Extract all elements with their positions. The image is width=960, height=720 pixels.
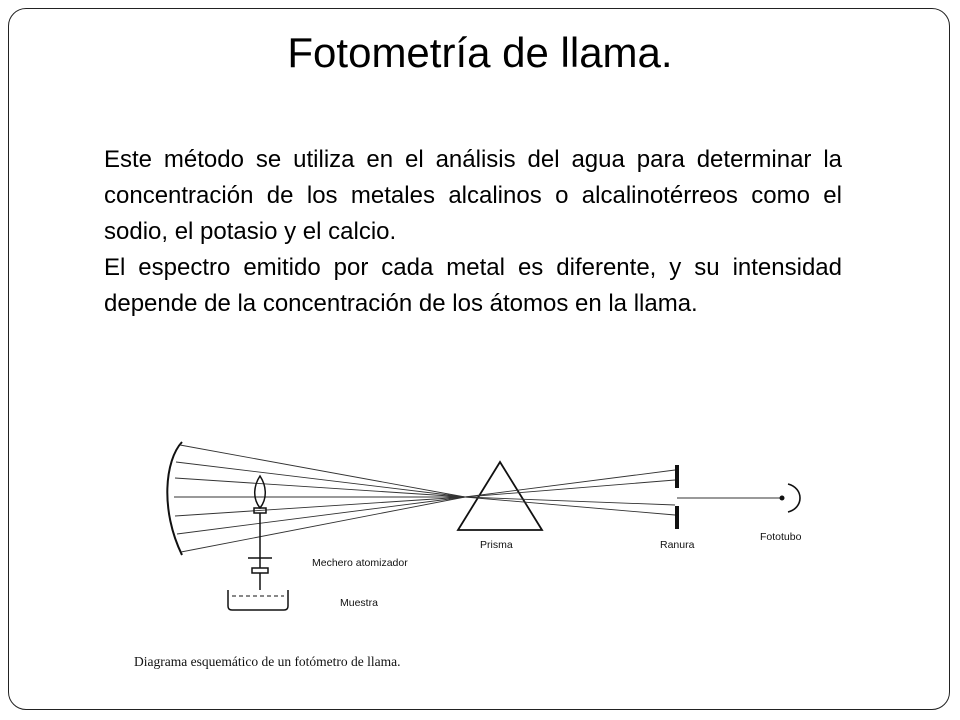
- label-burner: Mechero atomizador: [312, 557, 408, 569]
- flame-photometer-diagram: Prisma Ranura Fototubo Mechero atomizado…: [134, 441, 802, 669]
- paragraph-spectrum: El espectro emitido por cada metal es di…: [104, 254, 842, 317]
- label-phototube: Fototubo: [760, 531, 802, 543]
- phototube-dot: [779, 495, 785, 501]
- dispersed-rays: [464, 469, 780, 516]
- paragraph-method: Este método se utiliza en el análisis de…: [104, 146, 842, 245]
- incident-rays: [174, 444, 466, 553]
- flame: [254, 474, 266, 510]
- label-sample: Muestra: [340, 597, 378, 609]
- slide-body: Este método se utiliza en el análisis de…: [104, 142, 842, 322]
- sample-beaker: [227, 590, 289, 611]
- label-prism: Prisma: [480, 539, 513, 551]
- concave-mirror: [166, 441, 183, 556]
- phototube: [787, 483, 801, 513]
- diagram-caption: Diagrama esquemático de un fotómetro de …: [134, 654, 401, 669]
- slide-frame: [8, 8, 950, 710]
- label-slit: Ranura: [660, 539, 695, 551]
- slide-title: Fotometría de llama.: [287, 29, 673, 76]
- burner: [248, 507, 272, 590]
